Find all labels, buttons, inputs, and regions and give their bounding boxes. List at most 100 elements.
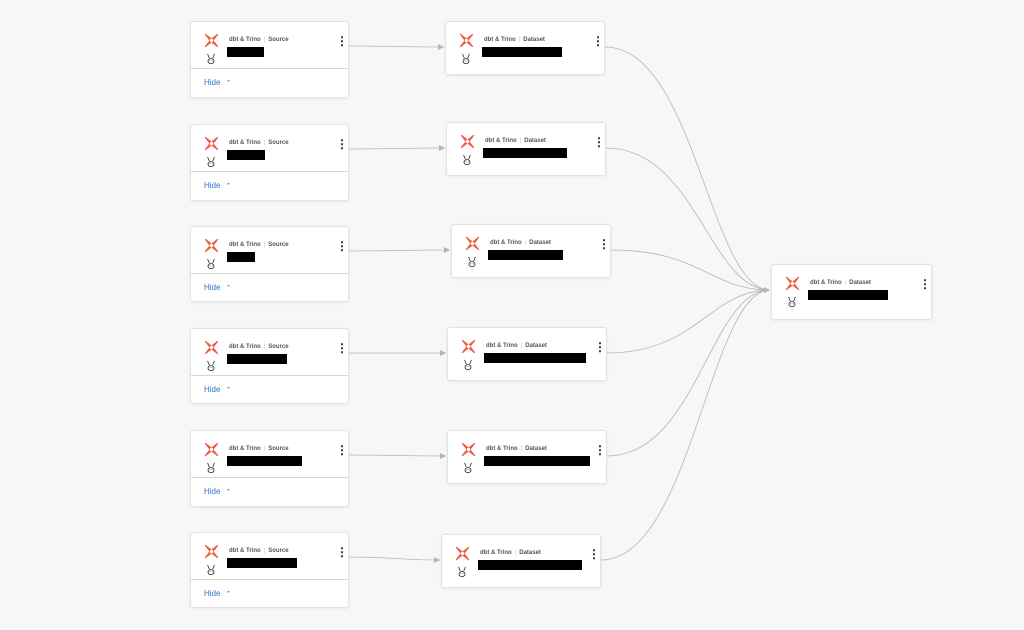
dbt-logo-icon bbox=[203, 237, 220, 254]
hide-children-toggle[interactable]: Hide⌃ bbox=[204, 589, 231, 598]
edge-arrowhead-icon bbox=[438, 44, 444, 50]
meta-separator: | bbox=[263, 37, 266, 43]
source-node-6[interactable]: dbt & Trino|Source⋮Hide⌃ bbox=[190, 532, 349, 608]
redacted-node-name bbox=[227, 456, 302, 466]
redacted-node-name bbox=[482, 47, 562, 57]
meta-separator: | bbox=[520, 343, 523, 349]
platform-label: dbt & Trino bbox=[480, 550, 512, 556]
meta-separator: | bbox=[514, 550, 517, 556]
entity-type-label: Source bbox=[268, 242, 289, 248]
more-vertical-icon[interactable]: ⋮ bbox=[594, 340, 606, 354]
trino-bunny-icon bbox=[786, 295, 798, 308]
redacted-node-name bbox=[227, 47, 264, 57]
source-node-5[interactable]: dbt & Trino|Source ⋮ Hide⌃ bbox=[190, 430, 349, 507]
node-header: dbt & Trino|Source ⋮ bbox=[191, 22, 348, 69]
more-vertical-icon[interactable]: ⋮ bbox=[594, 443, 606, 457]
more-vertical-icon[interactable]: ⋮ bbox=[336, 137, 348, 151]
redacted-node-name bbox=[483, 148, 567, 158]
chevron-up-icon: ⌃ bbox=[225, 591, 232, 598]
node-header: dbt & Trino|Source⋮ bbox=[191, 329, 348, 376]
platform-label: dbt & Trino bbox=[229, 242, 261, 248]
edge-source-to-dataset bbox=[348, 454, 447, 457]
dbt-logo-icon bbox=[454, 545, 471, 562]
edge-arrowhead-icon bbox=[440, 350, 446, 356]
entity-type-label: Dataset bbox=[529, 240, 551, 246]
trino-bunny-icon bbox=[456, 565, 468, 578]
dbt-logo-icon bbox=[460, 441, 477, 458]
source-node-3[interactable]: dbt & Trino|Source⋮Hide⌃ bbox=[190, 226, 349, 302]
more-vertical-icon[interactable]: ⋮ bbox=[592, 34, 604, 48]
hide-children-toggle[interactable]: Hide⌃ bbox=[204, 283, 231, 292]
redacted-node-name bbox=[808, 290, 888, 300]
source-node-4[interactable]: dbt & Trino|Source⋮Hide⌃ bbox=[190, 328, 349, 404]
node-header: dbt & Trino|Source ⋮ bbox=[191, 431, 348, 478]
dataset-node-2[interactable]: dbt & Trino|Dataset⋮ bbox=[446, 122, 606, 176]
redacted-node-name bbox=[484, 353, 586, 363]
dbt-logo-icon bbox=[203, 339, 220, 356]
platform-label: dbt & Trino bbox=[486, 343, 518, 349]
entity-type-label: Dataset bbox=[519, 550, 541, 556]
edge-source-to-dataset bbox=[348, 556, 441, 561]
more-vertical-icon[interactable]: ⋮ bbox=[336, 443, 348, 457]
edge-dataset-to-target bbox=[606, 289, 771, 354]
more-vertical-icon[interactable]: ⋮ bbox=[598, 237, 610, 251]
node-platform-type: dbt & Trino|Dataset bbox=[486, 343, 547, 349]
redacted-node-name bbox=[227, 252, 255, 262]
trino-bunny-icon bbox=[205, 257, 217, 270]
hide-children-toggle[interactable]: Hide ⌃ bbox=[204, 78, 231, 87]
node-platform-type: dbt & Trino|Source bbox=[229, 446, 289, 452]
more-vertical-icon[interactable]: ⋮ bbox=[593, 135, 605, 149]
dbt-logo-icon bbox=[459, 133, 476, 150]
dataset-node-6[interactable]: dbt & Trino|Dataset ⋮ bbox=[441, 534, 601, 588]
more-vertical-icon[interactable]: ⋮ bbox=[336, 239, 348, 253]
source-node-1[interactable]: dbt & Trino|Source ⋮ Hide ⌃ bbox=[190, 21, 349, 98]
redacted-node-name bbox=[488, 250, 563, 260]
dataset-node-4[interactable]: dbt & Trino|Dataset ⋮ bbox=[447, 327, 607, 381]
meta-separator: | bbox=[520, 446, 523, 452]
trino-bunny-icon bbox=[205, 359, 217, 372]
meta-separator: | bbox=[519, 138, 522, 144]
redacted-node-name bbox=[484, 456, 590, 466]
entity-type-label: Source bbox=[268, 344, 289, 350]
dataset-node-5[interactable]: dbt & Trino|Dataset⋮ bbox=[447, 430, 607, 484]
platform-label: dbt & Trino bbox=[229, 344, 261, 350]
target-dataset-node[interactable]: dbt & Trino|Dataset ⋮ bbox=[771, 264, 932, 320]
edge-arrowhead-icon bbox=[764, 287, 770, 293]
hide-label: Hide bbox=[204, 283, 221, 292]
meta-separator: | bbox=[518, 37, 521, 43]
node-footer: Hide⌃ bbox=[191, 172, 348, 200]
node-platform-type: dbt & Trino|Dataset bbox=[810, 280, 871, 286]
node-platform-type: dbt & Trino|Dataset bbox=[490, 240, 551, 246]
more-vertical-icon[interactable]: ⋮ bbox=[919, 277, 931, 291]
node-header: dbt & Trino|Dataset ⋮ bbox=[442, 535, 600, 581]
edge-arrowhead-icon bbox=[444, 247, 450, 253]
hide-children-toggle[interactable]: Hide⌃ bbox=[204, 385, 231, 394]
chevron-up-icon: ⌃ bbox=[225, 80, 232, 87]
more-vertical-icon[interactable]: ⋮ bbox=[336, 545, 348, 559]
more-vertical-icon[interactable]: ⋮ bbox=[336, 341, 348, 355]
more-vertical-icon[interactable]: ⋮ bbox=[336, 34, 348, 48]
redacted-node-name bbox=[227, 354, 287, 364]
node-header: dbt & Trino|Dataset ⋮ bbox=[772, 265, 931, 311]
dataset-node-1[interactable]: dbt & Trino|Dataset⋮ bbox=[445, 21, 605, 75]
node-platform-type: dbt & Trino|Dataset bbox=[480, 550, 541, 556]
hide-children-toggle[interactable]: Hide⌃ bbox=[204, 487, 231, 496]
entity-type-label: Source bbox=[268, 140, 289, 146]
edge-arrowhead-icon bbox=[439, 145, 445, 151]
node-platform-type: dbt & Trino|Source bbox=[229, 140, 289, 146]
node-header: dbt & Trino|Dataset⋮ bbox=[448, 431, 606, 477]
dataset-node-3[interactable]: dbt & Trino|Dataset ⋮ bbox=[451, 224, 611, 278]
node-platform-type: dbt & Trino|Source bbox=[229, 37, 289, 43]
trino-bunny-icon bbox=[460, 52, 472, 65]
more-vertical-icon[interactable]: ⋮ bbox=[588, 547, 600, 561]
node-footer: Hide⌃ bbox=[191, 478, 348, 506]
hide-label: Hide bbox=[204, 78, 221, 87]
edge-dataset-to-target bbox=[610, 249, 771, 291]
platform-label: dbt & Trino bbox=[490, 240, 522, 246]
meta-separator: | bbox=[524, 240, 527, 246]
hide-children-toggle[interactable]: Hide⌃ bbox=[204, 181, 231, 190]
source-node-2[interactable]: dbt & Trino|Source ⋮ Hide⌃ bbox=[190, 124, 349, 201]
platform-label: dbt & Trino bbox=[229, 548, 261, 554]
meta-separator: | bbox=[844, 280, 847, 286]
platform-label: dbt & Trino bbox=[229, 446, 261, 452]
